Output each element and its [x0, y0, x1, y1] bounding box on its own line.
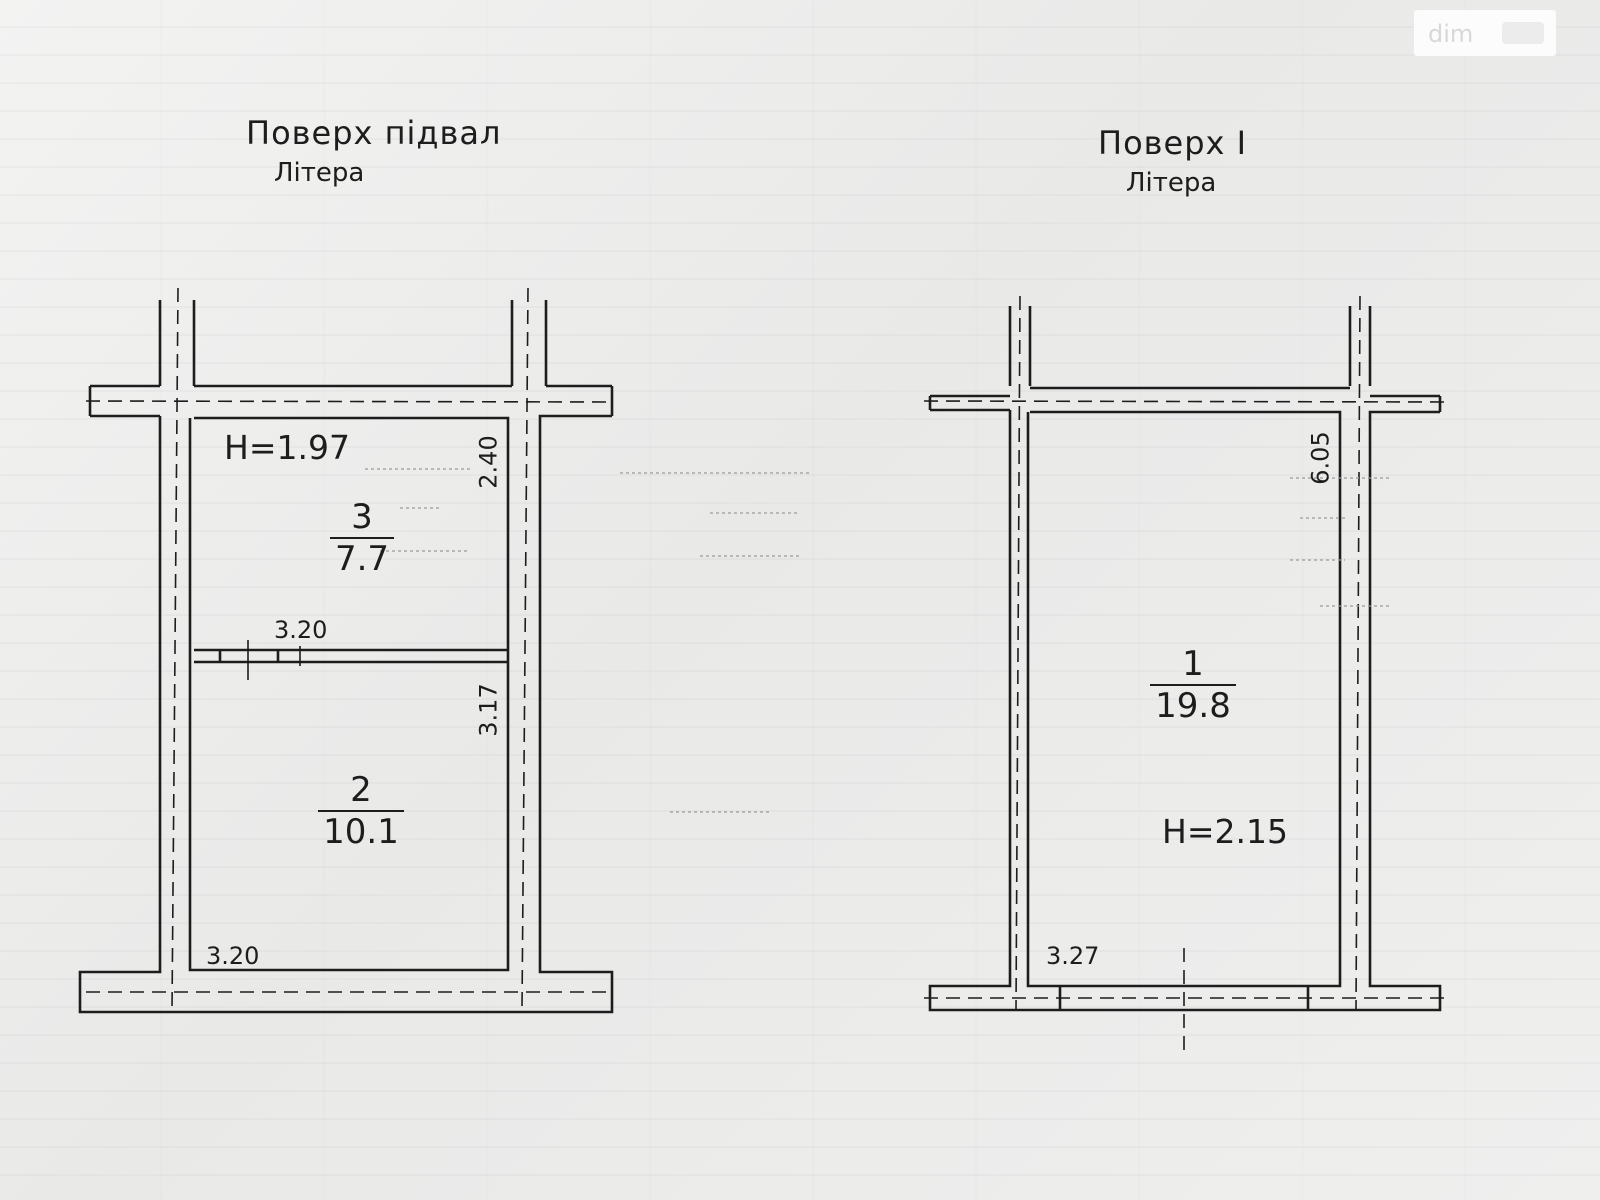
room-2-label: 2 10.1 — [318, 770, 404, 852]
room-1-area: 19.8 — [1155, 686, 1231, 726]
first-floor-height-label: Н=2.15 — [1162, 812, 1288, 851]
first-floor-title: Поверх I — [1098, 124, 1248, 162]
room-2-number: 2 — [318, 770, 404, 812]
room-2-area: 10.1 — [323, 812, 399, 852]
first-floor-plan-walls — [928, 306, 1442, 1012]
basement-plan-axes — [85, 287, 609, 1011]
basement-plan-walls — [78, 300, 614, 1014]
watermark-logo-icon — [1502, 22, 1544, 44]
first-floor-plan-axes — [923, 295, 1447, 1056]
first-floor-litera-label: Літера — [1126, 168, 1217, 198]
ghost-marks — [365, 468, 1390, 813]
room-1-label: 1 19.8 — [1150, 644, 1236, 726]
room-1-number: 1 — [1150, 644, 1236, 686]
basement-dim-3-20-bottom: 3.20 — [206, 942, 260, 970]
basement-dim-2-40: 2.40 — [474, 435, 503, 489]
room-3-number: 3 — [330, 497, 394, 539]
basement-plan-ticks — [247, 640, 301, 680]
first-floor-dim-3-27: 3.27 — [1046, 942, 1100, 970]
room-3-area: 7.7 — [334, 539, 390, 579]
basement-litera-label: Літера — [274, 158, 365, 188]
basement-dim-3-17: 3.17 — [474, 683, 503, 737]
basement-floor-title: Поверх підвал — [246, 114, 502, 152]
watermark: dim — [1414, 10, 1556, 56]
first-floor-dim-6-05: 6.05 — [1306, 431, 1335, 485]
basement-dim-3-20-top: 3.20 — [274, 616, 328, 644]
basement-height-label: Н=1.97 — [224, 428, 350, 467]
room-3-label: 3 7.7 — [330, 497, 394, 579]
watermark-text: dim — [1428, 20, 1474, 48]
